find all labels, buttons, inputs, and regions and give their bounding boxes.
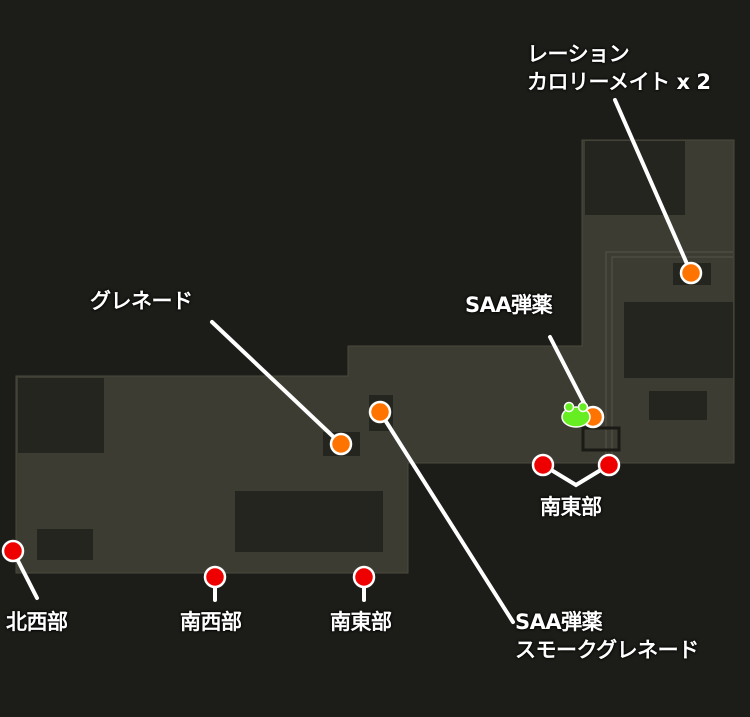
floor: [15, 139, 735, 574]
doorway: [581, 426, 621, 452]
label-exit-southeast-right: 南東部: [540, 495, 602, 519]
label-exit-southeast-bottom: 南東部: [330, 610, 392, 634]
exit-marker-southeast-b: [597, 453, 621, 477]
label-saa-smoke-line1: SAA弾薬: [515, 610, 603, 634]
frog-icon: [561, 401, 591, 428]
exit-marker-southwest: [203, 565, 227, 589]
label-saa-ammo: SAA弾薬: [465, 293, 553, 317]
exit-marker-southeast-bottom: [352, 565, 376, 589]
label-saa-smoke-line2: スモークグレネード: [515, 638, 699, 662]
item-marker-grenade: [329, 432, 353, 456]
label-ration-line2: カロリーメイト x 2: [527, 70, 711, 94]
exit-marker-southeast-a: [531, 453, 555, 477]
label-ration: レーション カロリーメイト x 2: [527, 40, 711, 96]
exit-marker-northwest: [1, 539, 25, 563]
label-exit-southwest: 南西部: [180, 610, 242, 634]
label-exit-northwest: 北西部: [6, 610, 68, 634]
label-grenade: グレネード: [90, 289, 193, 313]
exit-markers[interactable]: [1, 453, 621, 589]
item-marker-saa-smoke: [368, 400, 392, 424]
corridor-lines: [605, 251, 733, 463]
item-markers[interactable]: [329, 261, 703, 456]
label-ration-line1: レーション: [527, 42, 630, 66]
label-saa-smoke: SAA弾薬 スモークグレネード: [515, 608, 699, 664]
item-marker-ration: [679, 261, 703, 285]
